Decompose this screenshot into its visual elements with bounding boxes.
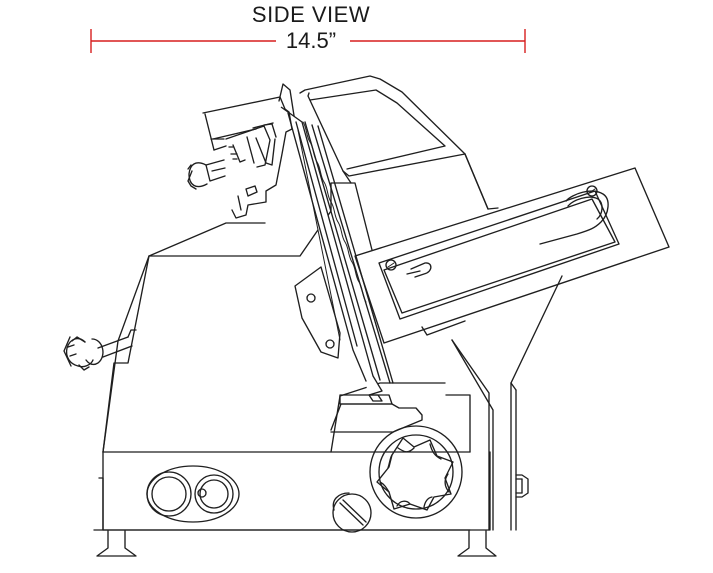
carriage-tray <box>354 167 670 344</box>
motor-housing <box>102 182 446 453</box>
front-knobs-and-fitting <box>146 425 529 533</box>
slicer-drawing <box>63 75 670 557</box>
diagram-title: SIDE VIEW <box>251 2 371 27</box>
slicer-base <box>93 394 497 557</box>
dimension-label: 14.5” <box>285 28 337 53</box>
sharpener-assembly <box>187 96 293 219</box>
width-dimension-line <box>90 29 526 53</box>
left-knob <box>63 329 137 371</box>
blade-assembly <box>278 83 423 433</box>
outer-casing <box>299 75 563 531</box>
